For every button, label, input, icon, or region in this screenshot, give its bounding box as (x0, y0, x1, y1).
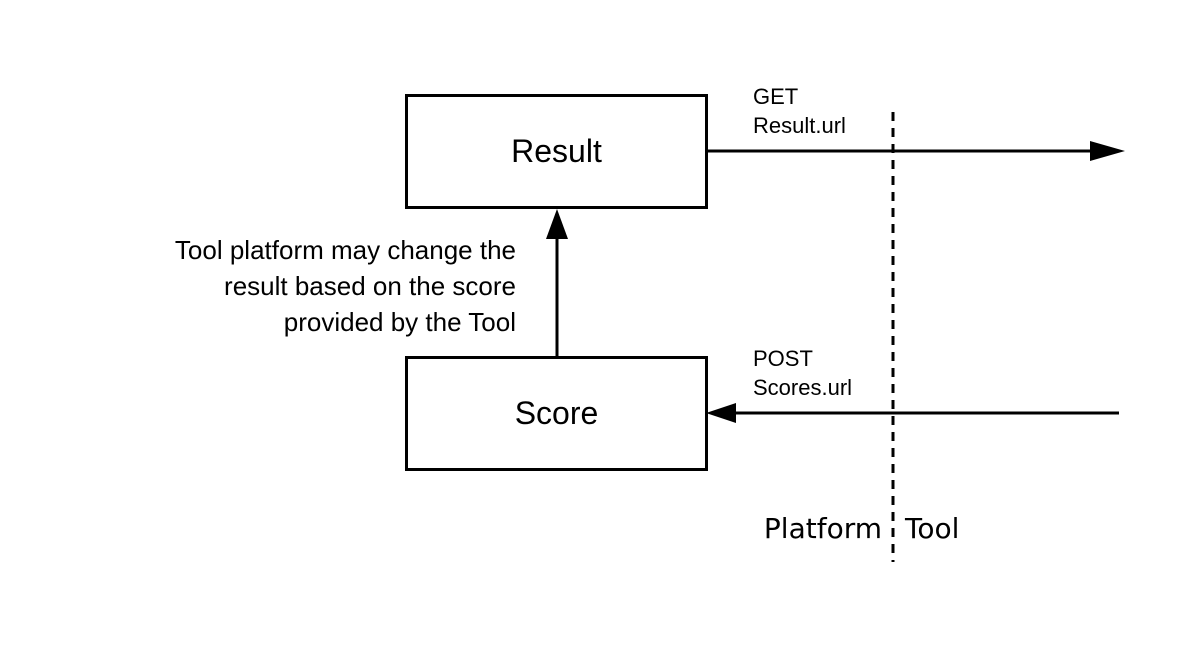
post-arrow-label: POST Scores.url (753, 344, 852, 402)
tool-side-label: Tool (905, 512, 960, 545)
get-arrow-label: GET Result.url (753, 82, 846, 140)
score-note-line: Tool platform may change the (174, 235, 516, 265)
score-note-line: result based on the score (224, 271, 516, 301)
score-box: Score (405, 356, 708, 471)
platform-side-label: Platform (763, 512, 882, 545)
post-arrowhead (706, 403, 736, 423)
get-url: Result.url (753, 113, 846, 138)
score-to-result-arrowhead (546, 209, 568, 239)
result-box: Result (405, 94, 708, 209)
score-note: Tool platform may change the result base… (175, 232, 516, 340)
score-box-label: Score (514, 395, 599, 431)
get-method: GET (753, 84, 799, 109)
result-box-label: Result (511, 133, 602, 169)
post-url: Scores.url (753, 375, 853, 400)
post-method: POST (753, 346, 813, 371)
get-arrowhead (1090, 141, 1125, 161)
score-note-line: provided by the Tool (283, 307, 516, 337)
